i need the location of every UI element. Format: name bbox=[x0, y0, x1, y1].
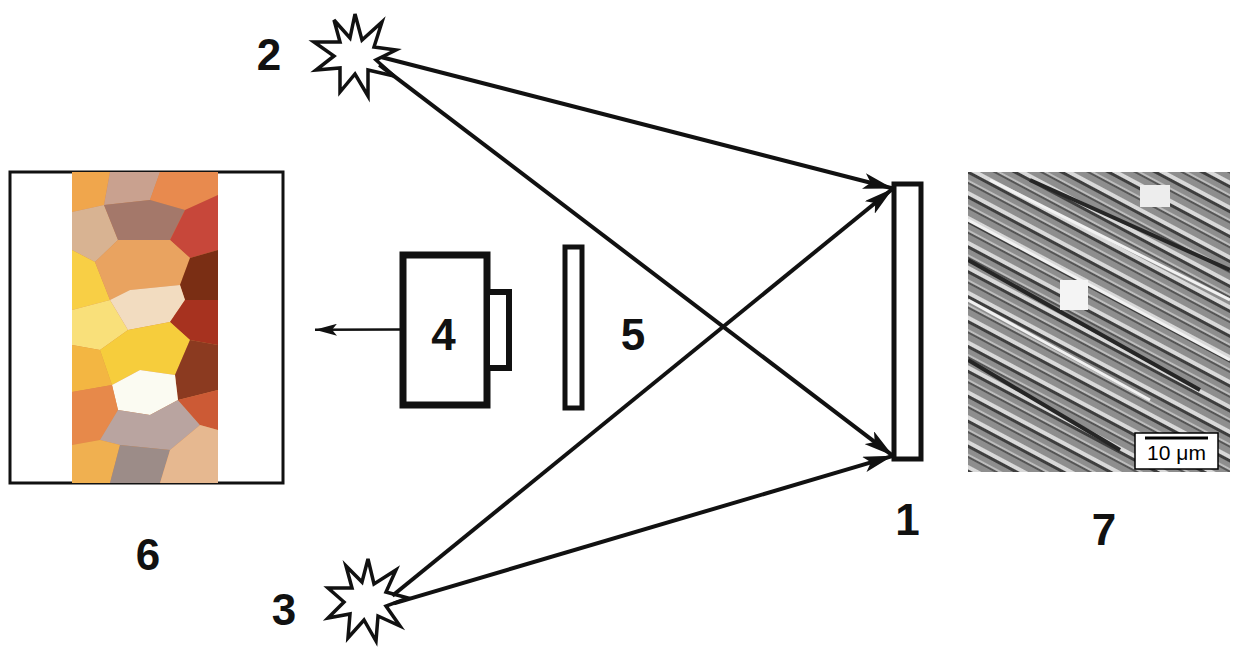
grain-image bbox=[72, 172, 218, 483]
image-frame bbox=[10, 172, 283, 483]
image-node: 6 bbox=[10, 172, 283, 483]
callout-number: 4 bbox=[400, 310, 487, 360]
light-source-star bbox=[328, 559, 408, 641]
callout-number: 7 bbox=[1064, 505, 1144, 555]
filter-plate bbox=[565, 247, 582, 408]
callout-number: 3 bbox=[264, 585, 304, 635]
light-ray-arrow bbox=[394, 456, 893, 604]
sample-plate bbox=[894, 184, 921, 459]
sem-image bbox=[968, 172, 1230, 472]
sample-plate-node: 1 bbox=[893, 183, 922, 460]
scale-label: 10 μm bbox=[1135, 438, 1218, 468]
light-source-star bbox=[314, 14, 396, 96]
filter-node: 5 bbox=[563, 245, 583, 410]
light-ray-arrow bbox=[315, 328, 400, 331]
light-ray-arrow bbox=[392, 189, 893, 596]
callout-number: 5 bbox=[613, 310, 653, 360]
callout-number: 6 bbox=[108, 530, 188, 580]
scale-bar-box bbox=[1135, 433, 1218, 469]
camera-node: 4 bbox=[400, 252, 487, 407]
callout-number: 2 bbox=[249, 30, 289, 80]
scale-bar bbox=[1145, 437, 1208, 440]
light-source-node: 2 bbox=[313, 13, 398, 98]
callout-number: 1 bbox=[863, 495, 952, 545]
camera-lens bbox=[487, 292, 509, 368]
sem-image-node: 7 bbox=[968, 172, 1230, 472]
light-source-node: 3 bbox=[326, 558, 410, 642]
